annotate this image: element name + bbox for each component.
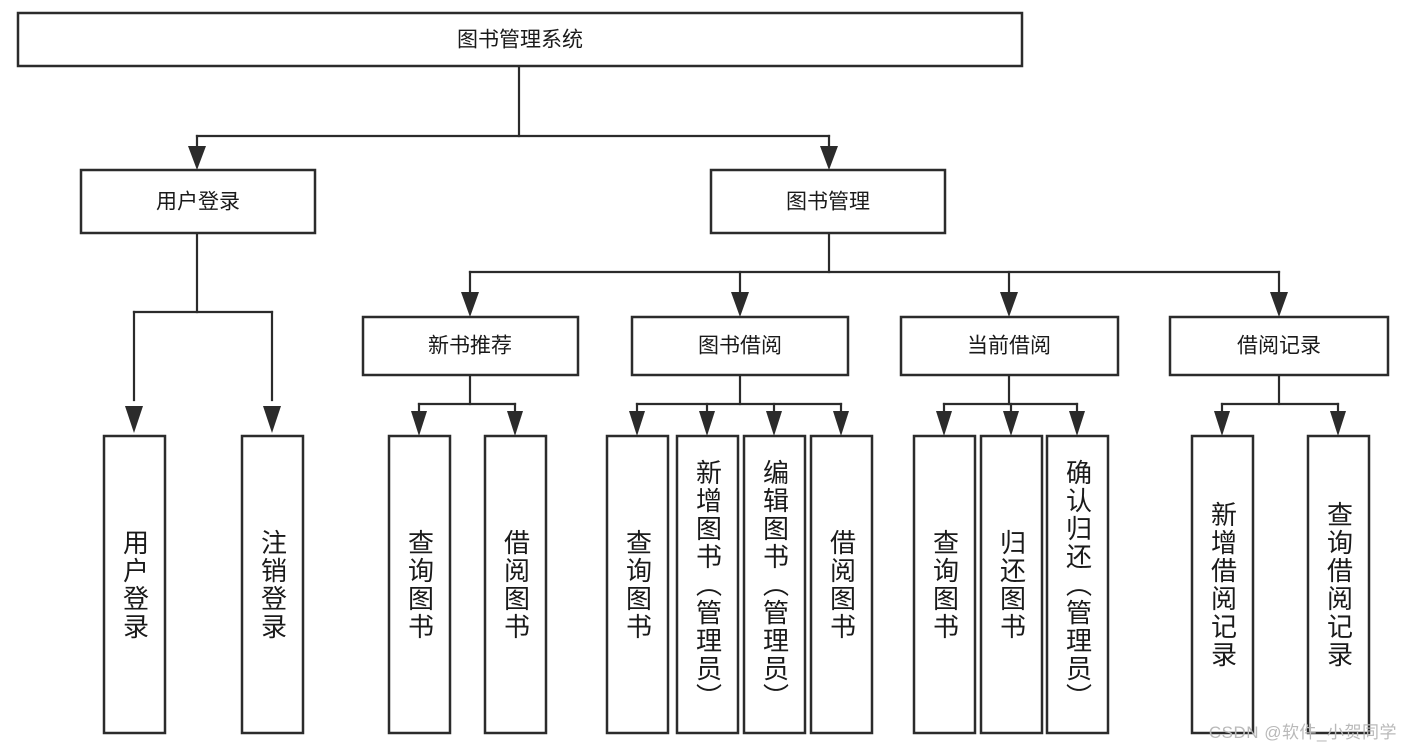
arrow-head-leaf-confirm-return — [1069, 411, 1085, 436]
node-leaf-query-book-2[interactable] — [605, 434, 670, 735]
node-borrow-record-label: 借阅记录 — [1237, 335, 1321, 358]
arrow-head-current-borrow — [1000, 292, 1018, 317]
node-user-login[interactable] — [79, 168, 317, 235]
arrow-head-leaf-add-book — [699, 411, 715, 436]
arrow-head-book-manage — [820, 146, 838, 170]
node-leaf-query-record[interactable] — [1306, 434, 1371, 735]
arrow-head-leaf-logout — [263, 406, 281, 433]
node-leaf-return-book[interactable] — [979, 434, 1044, 735]
node-leaf-confirm-return[interactable] — [1045, 434, 1110, 735]
node-user-login-label: 用户登录 — [156, 191, 240, 214]
node-leaf-user-login[interactable] — [102, 434, 167, 735]
arrow-head-new-book-rec — [461, 292, 479, 317]
node-book-manage-label: 图书管理 — [786, 191, 870, 214]
arrow-head-book-borrow — [731, 292, 749, 317]
arrow-head-leaf-return-book — [1003, 411, 1019, 436]
node-new-book-rec-label: 新书推荐 — [428, 335, 512, 358]
node-new-book-rec[interactable] — [361, 315, 580, 377]
node-book-borrow[interactable] — [630, 315, 850, 377]
node-layer: 图书管理系统 用户登录 图书管理 新书推荐 图书借阅 当前借阅 借阅记录 — [16, 11, 1390, 735]
arrow-head-leaf-add-record — [1214, 411, 1230, 436]
node-leaf-borrow-book-2[interactable] — [809, 434, 874, 735]
arrow-head-leaf-query-book-3 — [936, 411, 952, 436]
arrow-head-leaf-user-login — [125, 406, 143, 433]
arrow-head-leaf-query-book-2 — [629, 411, 645, 436]
arrow-head-borrow-record — [1270, 292, 1288, 317]
arrow-head-leaf-borrow-book-1 — [507, 411, 523, 436]
node-leaf-logout[interactable] — [240, 434, 305, 735]
arrow-head-user-login — [188, 146, 206, 170]
node-leaf-borrow-book-1[interactable] — [483, 434, 548, 735]
node-book-manage[interactable] — [709, 168, 947, 235]
watermark-text: CSDN @软件_小贺同学 — [1208, 723, 1397, 742]
arrow-head-leaf-edit-book — [766, 411, 782, 436]
arrow-head-leaf-borrow-book-2 — [833, 411, 849, 436]
node-leaf-add-record[interactable] — [1190, 434, 1255, 735]
node-root-label: 图书管理系统 — [457, 29, 583, 52]
node-root[interactable] — [16, 11, 1024, 68]
node-book-borrow-label: 图书借阅 — [698, 335, 782, 358]
node-leaf-edit-book[interactable] — [742, 434, 807, 735]
node-leaf-query-book-3[interactable] — [912, 434, 977, 735]
node-borrow-record[interactable] — [1168, 315, 1390, 377]
node-current-borrow-label: 当前借阅 — [967, 335, 1051, 358]
arrow-head-leaf-query-book-1 — [411, 411, 427, 436]
node-leaf-add-book[interactable] — [675, 434, 740, 735]
node-current-borrow[interactable] — [899, 315, 1120, 377]
arrow-head-leaf-query-record — [1330, 411, 1346, 436]
node-leaf-query-book-1[interactable] — [387, 434, 452, 735]
connector-layer — [125, 64, 1346, 436]
